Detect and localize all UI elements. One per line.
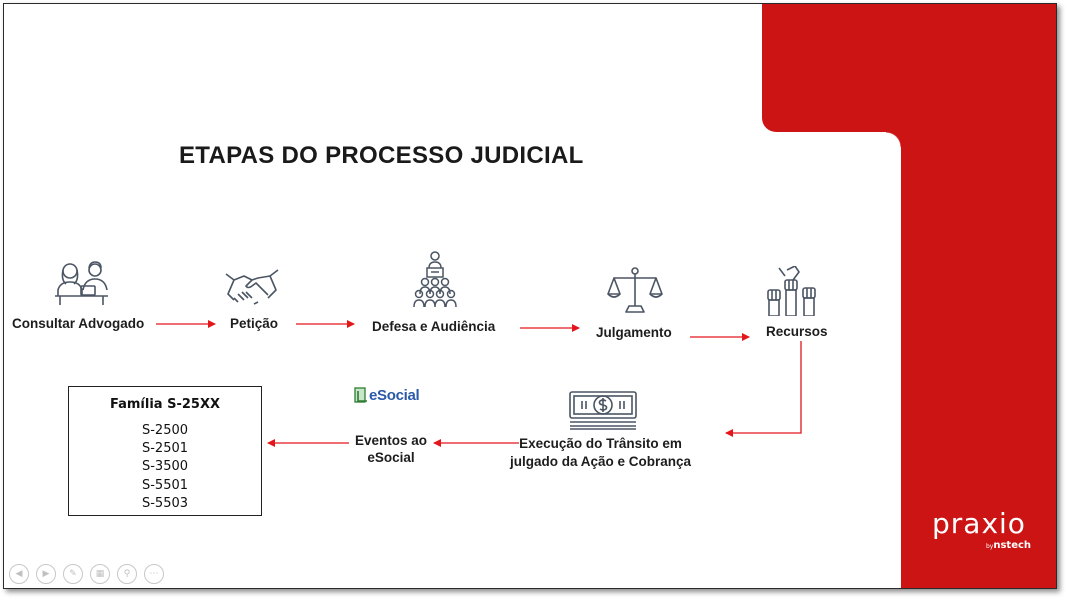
familia-item: S-2501 bbox=[141, 441, 189, 457]
step-consultar-advogado: Consultar Advogado bbox=[12, 316, 145, 331]
pen-icon[interactable]: ✎ bbox=[63, 564, 83, 584]
step-peticao: Petição bbox=[230, 316, 279, 331]
flow-arrows bbox=[156, 320, 802, 447]
courtroom-icon bbox=[413, 251, 457, 308]
familia-item: S-5501 bbox=[141, 477, 189, 493]
step-execucao: Execução do Trânsito em julgado da Ação … bbox=[510, 435, 691, 471]
red-decor-side bbox=[901, 4, 1056, 588]
zoom-icon[interactable]: ⚲ bbox=[117, 564, 137, 584]
step-eventos-line2: eSocial bbox=[367, 449, 415, 465]
familia-box: Família S-25XX S-2500 S-2501 S-3500 S-55… bbox=[68, 386, 262, 516]
brand-sub: bynstech bbox=[986, 540, 1031, 551]
slide-title: ETAPAS DO PROCESSO JUDICIAL bbox=[179, 142, 584, 169]
esocial-logo-text: eSocial bbox=[369, 386, 420, 404]
familia-item: S-5503 bbox=[141, 495, 189, 511]
arrow-5 bbox=[725, 341, 802, 437]
consultation-icon bbox=[55, 261, 108, 305]
brand-by: by bbox=[986, 543, 994, 550]
raised-fists-icon bbox=[767, 266, 816, 316]
familia-title: Família S-25XX bbox=[110, 397, 220, 412]
slideshow-controls: ◀ ▶ ✎ ▦ ⚲ ⋯ bbox=[9, 564, 164, 584]
step-execucao-line1: Execução do Trânsito em bbox=[519, 436, 682, 451]
step-eventos-esocial: Eventos ao eSocial bbox=[355, 433, 427, 466]
red-decor-corner bbox=[886, 132, 901, 147]
scales-icon bbox=[607, 267, 663, 313]
step-julgamento: Julgamento bbox=[596, 325, 672, 340]
next-icon[interactable]: ▶ bbox=[36, 564, 56, 584]
familia-item: S-2500 bbox=[141, 423, 189, 438]
praxio-logo: praxio bynstech bbox=[932, 507, 1031, 552]
esocial-mark-icon bbox=[354, 387, 367, 403]
step-eventos-line1: Eventos ao bbox=[355, 433, 428, 448]
cash-icon bbox=[569, 391, 637, 430]
presentation-slide: ETAPAS DO PROCESSO JUDICIAL Consultar Ad… bbox=[3, 3, 1057, 589]
slides-icon[interactable]: ▦ bbox=[90, 564, 110, 584]
more-icon[interactable]: ⋯ bbox=[144, 564, 164, 584]
familia-item: S-3500 bbox=[141, 459, 189, 475]
step-recursos: Recursos bbox=[766, 324, 828, 339]
step-execucao-line2: julgado da Ação e Cobrança bbox=[510, 454, 692, 469]
esocial-logo: eSocial bbox=[354, 384, 420, 406]
step-defesa-audiencia: Defesa e Audiência bbox=[372, 319, 496, 334]
previous-icon[interactable]: ◀ bbox=[9, 564, 29, 584]
brand-sub-name: nstech bbox=[993, 540, 1032, 551]
handshake-icon bbox=[225, 269, 279, 305]
brand-name: praxio bbox=[932, 507, 1026, 540]
